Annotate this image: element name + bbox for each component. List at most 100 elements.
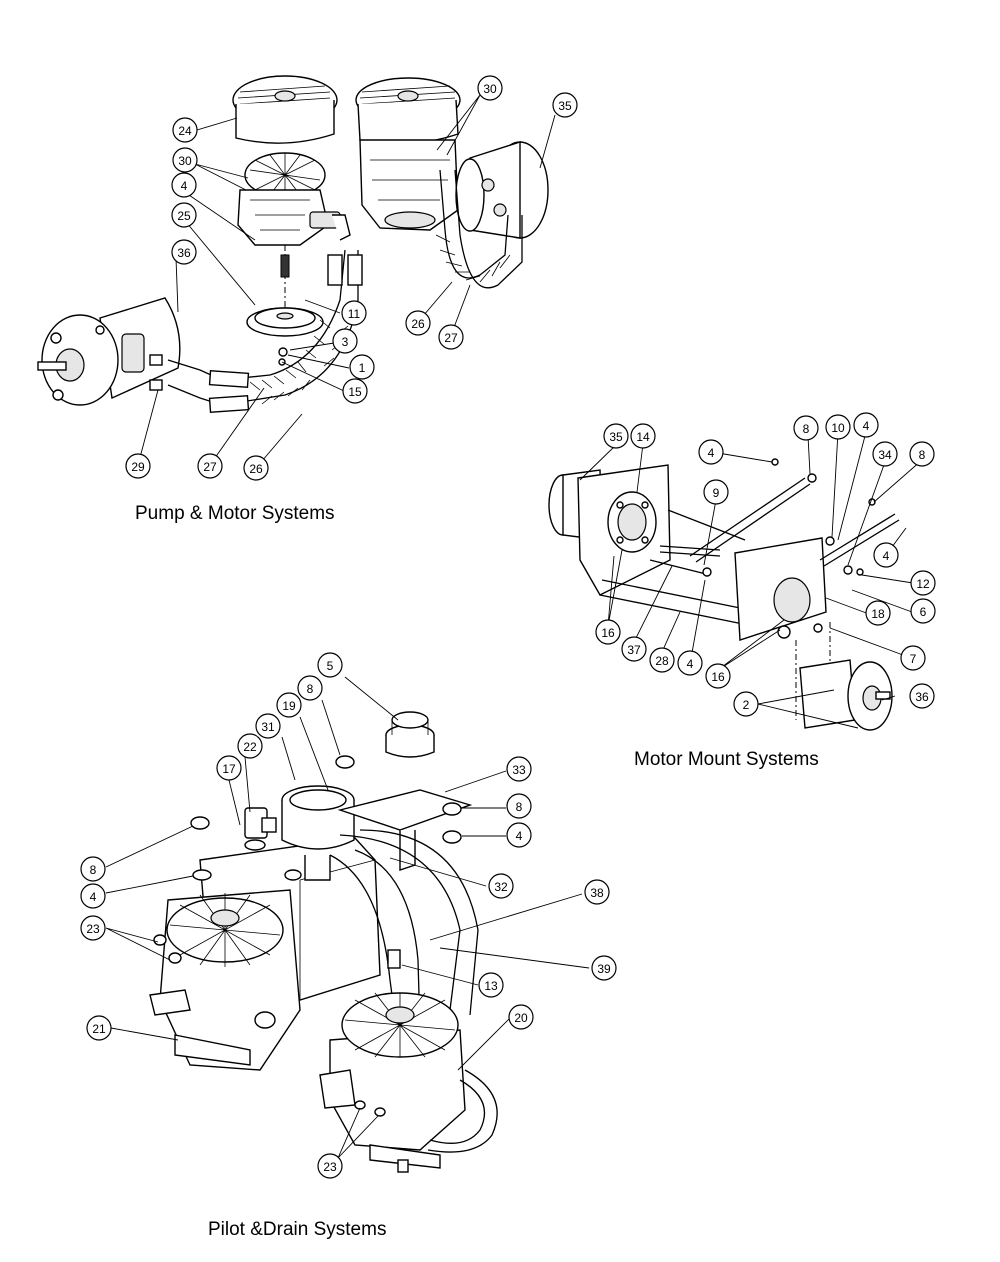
- callout-label: 10: [831, 421, 845, 435]
- callout-label: 29: [131, 460, 145, 474]
- callout-label: 24: [178, 124, 192, 138]
- callout-pilot-drain-22: 22: [237, 733, 263, 759]
- callout-label: 4: [90, 890, 97, 904]
- callout-pilot-drain-4: 4: [506, 822, 532, 848]
- callout-label: 13: [484, 979, 498, 993]
- callout-label: 1: [359, 361, 366, 375]
- callout-label: 21: [92, 1022, 106, 1036]
- hoses: [167, 169, 523, 414]
- callout-label: 27: [203, 460, 217, 474]
- callout-motor-mount-8: 8: [909, 441, 935, 467]
- callout-motor-mount-35: 35: [603, 423, 629, 449]
- callout-pilot-drain-5: 5: [317, 652, 343, 678]
- callout-label: 15: [348, 385, 362, 399]
- caption-motor-mount: Motor Mount Systems: [634, 749, 819, 770]
- callout-pump-motor-15: 15: [342, 378, 368, 404]
- callout-label: 4: [708, 446, 715, 460]
- callout-pilot-drain-4: 4: [80, 883, 106, 909]
- callout-label: 39: [597, 962, 611, 976]
- callout-pump-motor-25: 25: [171, 202, 197, 228]
- callout-label: 4: [863, 419, 870, 433]
- callout-label: 30: [178, 154, 192, 168]
- callout-pilot-drain-8: 8: [80, 856, 106, 882]
- callout-label: 14: [636, 430, 650, 444]
- callout-label: 34: [878, 448, 892, 462]
- caption-pilot-drain: Pilot &Drain Systems: [208, 1219, 387, 1240]
- callout-label: 31: [261, 720, 275, 734]
- right-pump: [355, 77, 461, 231]
- callout-motor-mount-2: 2: [733, 691, 759, 717]
- callout-label: 5: [327, 659, 334, 673]
- callout-motor-mount-6: 6: [910, 598, 936, 624]
- callout-label: 26: [411, 317, 425, 331]
- callout-label: 3: [342, 335, 349, 349]
- caption-pump-motor: Pump & Motor Systems: [135, 503, 335, 524]
- callout-pilot-drain-21: 21: [86, 1015, 112, 1041]
- callout-label: 2: [743, 698, 750, 712]
- callout-label: 8: [803, 422, 810, 436]
- callout-pilot-drain-19: 19: [276, 692, 302, 718]
- callout-pilot-drain-20: 20: [508, 1004, 534, 1030]
- callout-label: 27: [444, 331, 458, 345]
- callout-pilot-drain-23: 23: [317, 1153, 343, 1179]
- callout-label: 33: [512, 763, 526, 777]
- callout-motor-mount-7: 7: [900, 645, 926, 671]
- callout-pilot-drain-39: 39: [591, 955, 617, 981]
- callout-pilot-drain-13: 13: [478, 972, 504, 998]
- callout-label: 30: [483, 82, 497, 96]
- callout-motor-mount-12: 12: [910, 570, 936, 596]
- callout-label: 20: [514, 1011, 528, 1025]
- callout-pilot-drain-33: 33: [506, 756, 532, 782]
- callout-label: 4: [687, 657, 694, 671]
- callout-motor-mount-4: 4: [698, 439, 724, 465]
- left-pump: [232, 75, 351, 320]
- callout-pump-motor-1: 1: [349, 354, 375, 380]
- callout-pump-motor-24: 24: [172, 117, 198, 143]
- callout-pump-motor-27: 27: [197, 453, 223, 479]
- callout-pump-motor-3: 3: [332, 328, 358, 354]
- callout-motor-mount-9: 9: [703, 479, 729, 505]
- callout-motor-mount-28: 28: [649, 647, 675, 673]
- callout-label: 6: [920, 605, 927, 619]
- callout-label: 17: [222, 762, 236, 776]
- callout-motor-mount-10: 10: [825, 414, 851, 440]
- callout-motor-mount-16: 16: [705, 663, 731, 689]
- callout-label: 23: [323, 1160, 337, 1174]
- pilot-drain-assembly: [105, 676, 590, 1173]
- callout-label: 28: [655, 654, 669, 668]
- callout-label: 22: [243, 740, 257, 754]
- callout-motor-mount-4: 4: [677, 650, 703, 676]
- callout-label: 8: [307, 682, 314, 696]
- callout-motor-mount-16: 16: [595, 619, 621, 645]
- callout-pump-motor-26: 26: [405, 310, 431, 336]
- callout-motor-mount-14: 14: [630, 423, 656, 449]
- callout-pump-motor-26: 26: [243, 455, 269, 481]
- callout-motor-mount-18: 18: [865, 600, 891, 626]
- callout-label: 19: [282, 699, 296, 713]
- callout-motor-mount-36: 36: [909, 683, 935, 709]
- callout-pilot-drain-38: 38: [584, 879, 610, 905]
- callout-label: 18: [871, 607, 885, 621]
- motor-mount-assembly: [548, 431, 923, 731]
- hydraulic-motor-36: [37, 297, 181, 406]
- callout-label: 35: [558, 99, 572, 113]
- callout-pump-motor-11: 11: [341, 300, 367, 326]
- callout-label: 32: [494, 880, 508, 894]
- callout-pump-motor-4: 4: [171, 172, 197, 198]
- callout-pump-motor-27: 27: [438, 324, 464, 350]
- callout-label: 4: [181, 179, 188, 193]
- callout-pilot-drain-8: 8: [297, 675, 323, 701]
- callout-label: 38: [590, 886, 604, 900]
- callout-label: 8: [919, 448, 926, 462]
- callout-label: 4: [883, 549, 890, 563]
- callout-label: 11: [348, 307, 361, 321]
- callout-pump-motor-36: 36: [171, 239, 197, 265]
- callout-motor-mount-8: 8: [793, 415, 819, 441]
- callout-pilot-drain-17: 17: [216, 755, 242, 781]
- callout-label: 16: [601, 626, 615, 640]
- callout-motor-mount-37: 37: [621, 636, 647, 662]
- callout-motor-mount-4: 4: [853, 412, 879, 438]
- callout-label: 25: [177, 209, 191, 223]
- pulley: [246, 307, 324, 366]
